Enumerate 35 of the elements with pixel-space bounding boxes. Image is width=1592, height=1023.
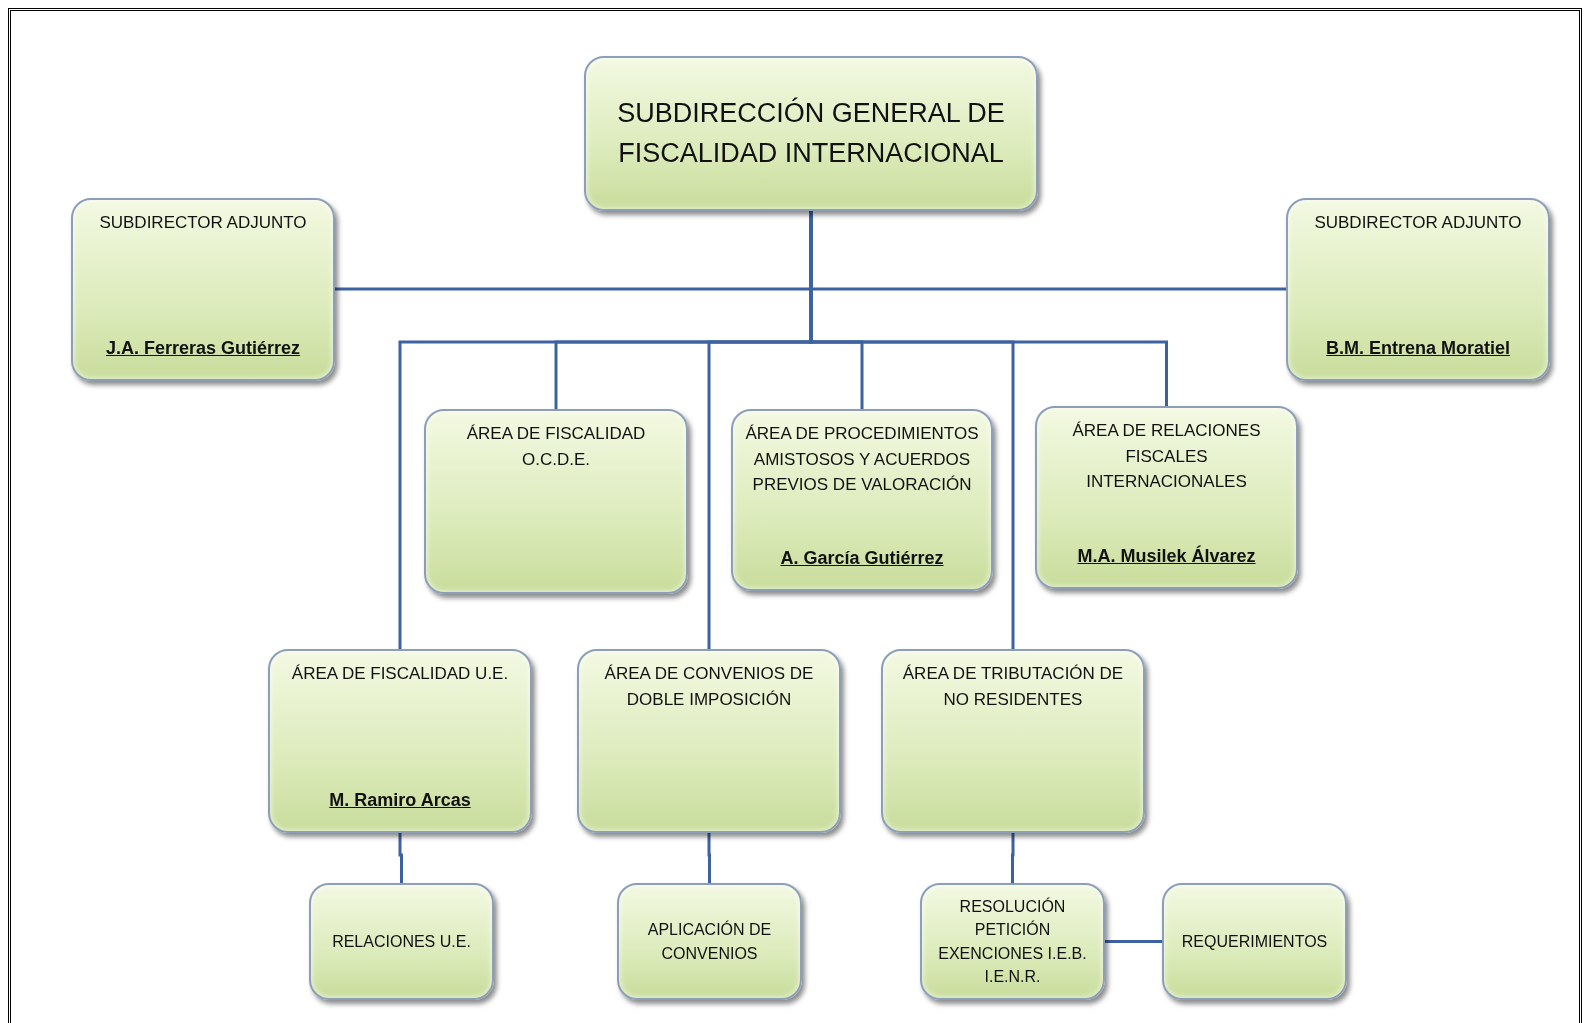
unit-title: ÁREA DE FISCALIDAD O.C.D.E. [465, 423, 647, 471]
person-name: B.M. Entrena Moratiel [1326, 338, 1510, 360]
org-box [584, 56, 1038, 211]
unit-title: APLICACIÓN DE CONVENIOS [646, 919, 773, 964]
org-box [424, 409, 688, 594]
org-box [731, 409, 993, 591]
unit-title: ÁREA DE CONVENIOS DE DOBLE IMPOSICIÓN [603, 663, 815, 711]
unit-title: ÁREA DE PROCEDIMIENTOS AMISTOSOS Y ACUERDOS PREVIOS DE VALORACIÓN [745, 423, 979, 496]
person-name: M.A. Musilek Álvarez [1077, 546, 1256, 568]
person-name: J.A. Ferreras Gutiérrez [105, 338, 301, 360]
org-box [1035, 406, 1298, 589]
connector-line [1105, 940, 1162, 943]
org-box [920, 883, 1105, 1000]
connector-line [707, 833, 711, 883]
org-box [881, 649, 1145, 833]
org-box [617, 883, 802, 1000]
unit-title: SUBDIRECCIÓN GENERAL DE FISCALIDAD INTERNACIONAL [616, 96, 1006, 170]
org-box [1286, 198, 1550, 381]
unit-title: ÁREA DE TRIBUTACIÓN DE NO RESIDENTES [901, 663, 1125, 711]
unit-title: SUBDIRECTOR ADJUNTO [1314, 212, 1522, 234]
unit-title: REQUERIMIENTOS [1181, 931, 1328, 952]
person-name: M. Ramiro Arcas [329, 790, 471, 812]
unit-title: ÁREA DE FISCALIDAD U.E. [291, 663, 509, 685]
unit-title: RESOLUCIÓN PETICIÓN EXENCIONES I.E.B. I.E.N.R. [937, 896, 1088, 987]
connector-line [1011, 833, 1015, 883]
org-box [268, 649, 532, 833]
unit-title: SUBDIRECTOR ADJUNTO [99, 212, 307, 234]
org-box [309, 883, 494, 1000]
org-box [577, 649, 841, 833]
person-name: A. García Gutiérrez [780, 548, 944, 570]
unit-title: ÁREA DE RELACIONES FISCALES INTERNACIONALES [1071, 420, 1262, 493]
connector-line [398, 833, 403, 883]
unit-title: RELACIONES U.E. [332, 931, 471, 952]
org-box [71, 198, 335, 381]
org-box [1162, 883, 1347, 1000]
